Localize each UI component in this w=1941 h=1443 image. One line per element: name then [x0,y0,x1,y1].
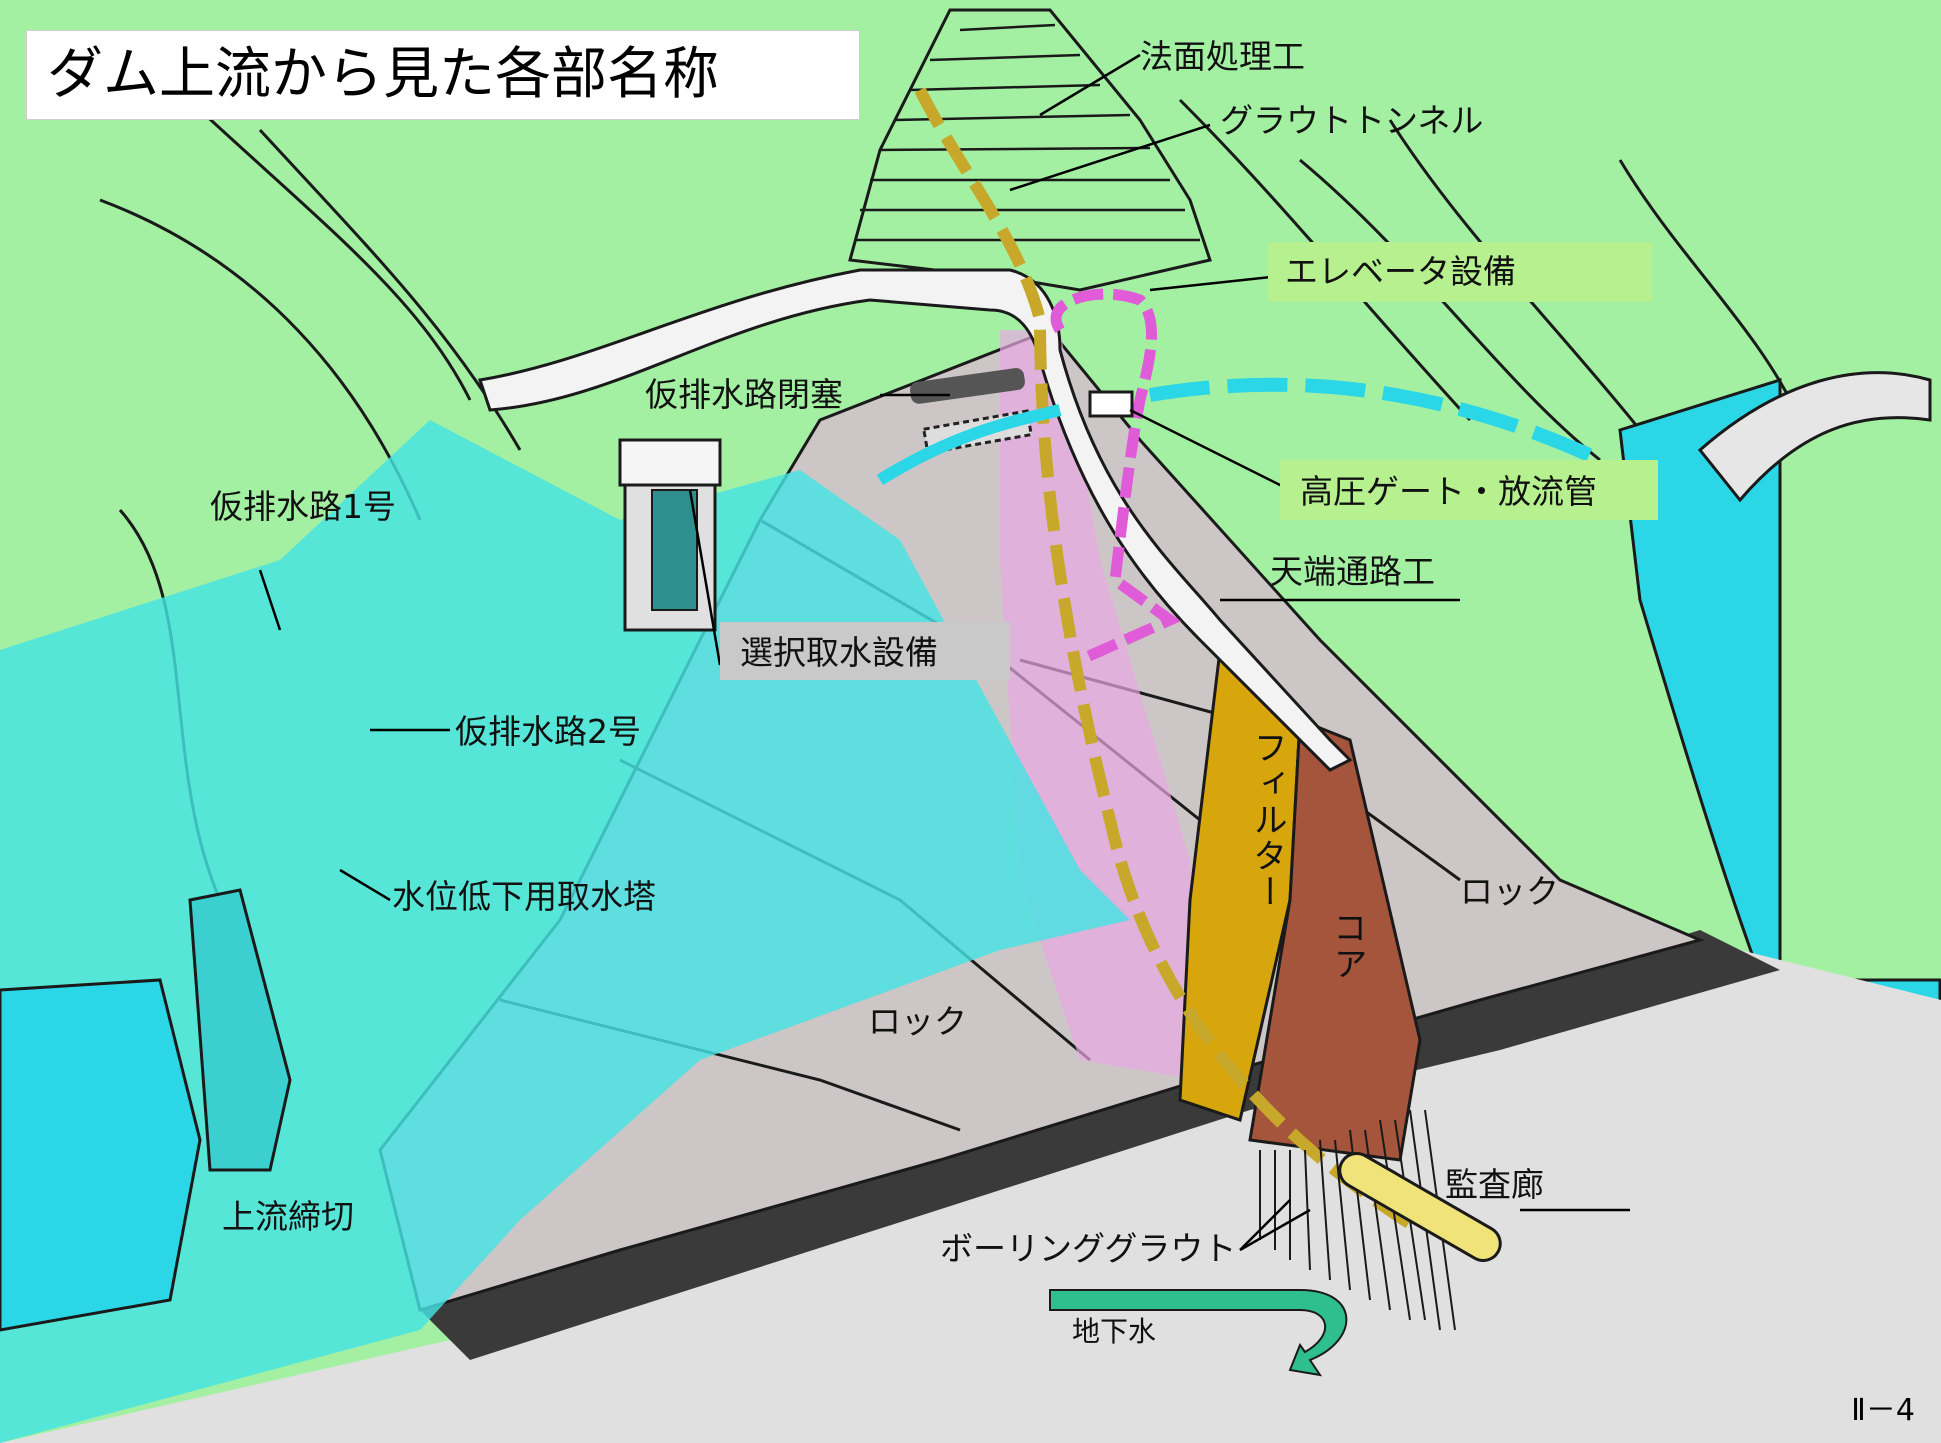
label-diversion-2: 仮排水路2号 [455,712,641,751]
label-filter: フィルター [1247,730,1287,910]
terrain-contours [99,98,1802,901]
label-groundwater: 地下水 [1072,1315,1157,1348]
groundwater-arrow [1049,1289,1348,1377]
label-rock-right: ロック [1460,872,1559,911]
label-slope-treatment: 法面処理工 [1140,37,1305,76]
cofferdam-structure [188,888,292,1172]
label-core: コア [1327,910,1367,982]
grout-tunnel-line [914,87,1424,1236]
label-cofferdam: 上流締切 [222,1197,354,1236]
pink-access-tunnel [1050,288,1181,666]
label-low-level-intake: 水位低下用取水塔 [392,877,656,916]
label-elevator: エレベータ設備 [1285,252,1516,291]
boring-grout-curtain [1259,1109,1456,1331]
discharge-pipe [1148,377,1603,467]
intake-tower-head [618,438,722,487]
title-box: ダム上流から見た各部名称 [26,30,860,120]
gate-box [1088,390,1134,418]
label-gallery: 監査廊 [1445,1165,1544,1204]
label-boring-grout: ボーリンググラウト [940,1229,1237,1268]
intake-label-bg [720,622,1010,680]
gallery-pipe [1338,1152,1502,1262]
right-road [1697,371,1932,503]
label-crest-road: 天端通路工 [1270,552,1435,591]
diversion-pipe [876,404,1062,486]
page-number: Ⅱ－4 [1851,1393,1915,1428]
label-diversion-closure: 仮排水路閉塞 [645,375,843,414]
label-intake-facility: 選択取水設備 [740,633,938,672]
crest-road-structure [478,268,1353,772]
label-high-pressure-gate: 高圧ゲート・放流管 [1300,472,1597,511]
gate-label-bg [1280,460,1658,520]
terrace-lines [855,23,1200,242]
intake-tower-window [651,489,698,611]
diagram-title: ダム上流から見た各部名称 [47,42,719,107]
label-diversion-1: 仮排水路1号 [210,487,396,526]
foundation-band [420,930,1780,1360]
upstream-river [0,978,202,1332]
label-rock-left: ロック [868,1002,967,1041]
leader-lines [258,53,1630,1252]
label-grout-tunnel: グラウトトンネル [1220,101,1484,140]
elevator-label-bg [1268,242,1652,302]
